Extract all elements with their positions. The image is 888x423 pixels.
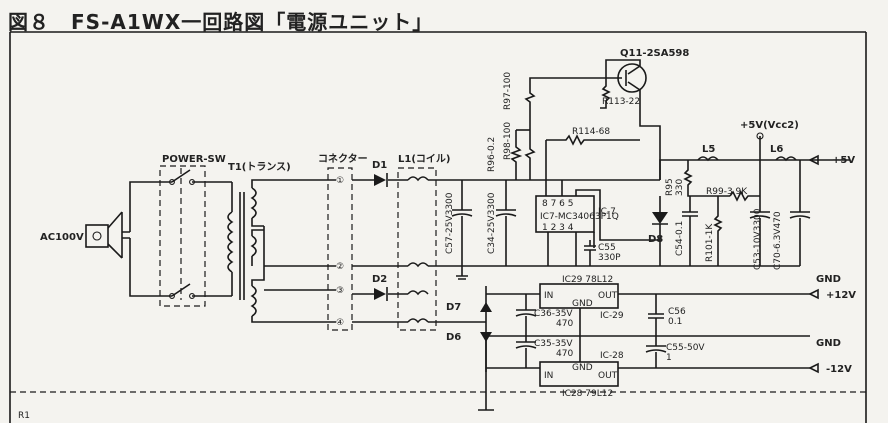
c53-label: C53-10V3300 bbox=[753, 208, 763, 270]
r101-label: R101-1K bbox=[705, 223, 715, 262]
c34-cap bbox=[495, 180, 517, 266]
pin1-label: ① bbox=[336, 176, 344, 186]
c56-label: C56 bbox=[668, 307, 686, 317]
c55-label: C55 bbox=[598, 243, 616, 253]
d6-label: D6 bbox=[446, 332, 461, 343]
r113-label: R113-22 bbox=[602, 97, 640, 107]
c55b-value: 1 bbox=[666, 353, 672, 363]
l5-coil bbox=[697, 156, 719, 162]
l1-label: L1(コイル) bbox=[398, 153, 450, 165]
c70-label: C70-6.3V470 bbox=[773, 211, 783, 270]
ic28-out: OUT bbox=[598, 371, 618, 381]
power-sw-label: POWER-SW bbox=[162, 154, 226, 165]
c36-cap bbox=[515, 294, 537, 336]
plus12-label: +12V bbox=[826, 290, 856, 301]
t1-label: T1(トランス) bbox=[228, 161, 291, 173]
d8-label: D8 bbox=[648, 234, 663, 245]
ic29-chip bbox=[539, 283, 619, 309]
c55-value: 330P bbox=[598, 253, 621, 263]
c35-value: 470 bbox=[556, 349, 573, 359]
minus12-label: -12V bbox=[826, 364, 852, 375]
c55b-label: C55-50V bbox=[666, 343, 705, 353]
ac-plug bbox=[85, 211, 130, 259]
ic28-bottom-label: IC28 79L12 bbox=[562, 389, 613, 399]
ic7-pins-top: 8 7 6 5 bbox=[542, 199, 574, 209]
ic29-tag: IC-29 bbox=[600, 311, 624, 321]
power-switch bbox=[171, 169, 232, 297]
ic28-chip bbox=[539, 361, 619, 387]
c57-label: C57-25V3300 bbox=[445, 192, 455, 254]
pin2-label: ② bbox=[336, 262, 344, 272]
ac100v-label: AC100V bbox=[40, 232, 84, 243]
r114-label: R114-68 bbox=[572, 127, 610, 137]
l5-label: L5 bbox=[702, 144, 715, 155]
frame-border bbox=[9, 31, 867, 423]
c55b-cap bbox=[645, 336, 667, 368]
q11-transistor bbox=[617, 63, 647, 93]
d8-diode bbox=[652, 196, 668, 266]
c57-cap bbox=[451, 180, 473, 266]
c36-label: C36-35V bbox=[534, 309, 573, 319]
pin3-label: ③ bbox=[336, 286, 344, 296]
ic28-tag: IC-28 bbox=[600, 351, 624, 361]
ic7-part-label: IC7-MC34063P1Q bbox=[540, 212, 619, 222]
l6-label: L6 bbox=[770, 144, 783, 155]
d7-label: D7 bbox=[446, 302, 461, 313]
c35-label: C35-35V bbox=[534, 339, 573, 349]
ic7-chip bbox=[535, 195, 595, 233]
vcc2-label: +5V(Vcc2) bbox=[740, 120, 799, 131]
d7-diode bbox=[480, 302, 492, 312]
r97-label: R97-100 bbox=[503, 72, 513, 110]
ic29-in: IN bbox=[544, 291, 553, 301]
r96-label: R96-0.2 bbox=[487, 137, 497, 172]
r99-label: R99-3.9K bbox=[706, 187, 748, 197]
connector-box bbox=[327, 167, 353, 331]
ic28-in: IN bbox=[544, 371, 553, 381]
q11-label: Q11-2SA598 bbox=[620, 48, 689, 59]
c34-label: C34-25V3300 bbox=[487, 192, 497, 254]
ic28-gnd: GND bbox=[572, 363, 593, 373]
ic29-top-label: IC29 78L12 bbox=[562, 275, 613, 285]
c56-cap bbox=[648, 294, 664, 336]
ic29-out: OUT bbox=[598, 291, 618, 301]
d1-label: D1 bbox=[372, 160, 387, 171]
c55-cap bbox=[584, 240, 596, 266]
primary-wiring bbox=[129, 181, 172, 297]
ic7-tag: IC-7 bbox=[598, 207, 616, 217]
out-5v-label: +5V bbox=[832, 155, 855, 166]
connector-label: コネクター bbox=[318, 153, 368, 165]
transformer-core bbox=[239, 192, 245, 300]
c70-cap bbox=[789, 160, 811, 266]
c36-value: 470 bbox=[556, 319, 573, 329]
transformer-primary bbox=[227, 182, 234, 296]
coil-box bbox=[397, 167, 437, 331]
c35-cap bbox=[515, 336, 537, 368]
l6-coil bbox=[775, 156, 797, 162]
figure-title: 図８ FS-A1WX一回路図「電源ユニット」 bbox=[8, 10, 434, 34]
r95-value: 330 bbox=[675, 179, 685, 196]
c53-cap bbox=[749, 160, 771, 266]
pin4-label: ④ bbox=[336, 318, 344, 328]
c54-label: C54-0.1 bbox=[675, 221, 685, 256]
gnd-bottom-label: GND bbox=[816, 338, 841, 349]
d1-diode bbox=[374, 174, 386, 186]
gnd-top-label: GND bbox=[816, 274, 841, 285]
transformer-secondary bbox=[250, 187, 257, 317]
ic7-pins-bottom: 1 2 3 4 bbox=[542, 223, 574, 233]
footer-ref: R1 bbox=[18, 411, 30, 421]
c56-value: 0.1 bbox=[668, 317, 682, 327]
d6-diode bbox=[480, 332, 492, 342]
switch-box bbox=[159, 165, 206, 307]
r95-label: R95 bbox=[665, 178, 675, 196]
ic29-gnd: GND bbox=[572, 299, 593, 309]
r98-label: R98-100 bbox=[503, 122, 513, 160]
d2-diode bbox=[374, 288, 386, 300]
d2-label: D2 bbox=[372, 274, 387, 285]
l1-coil bbox=[407, 176, 429, 324]
